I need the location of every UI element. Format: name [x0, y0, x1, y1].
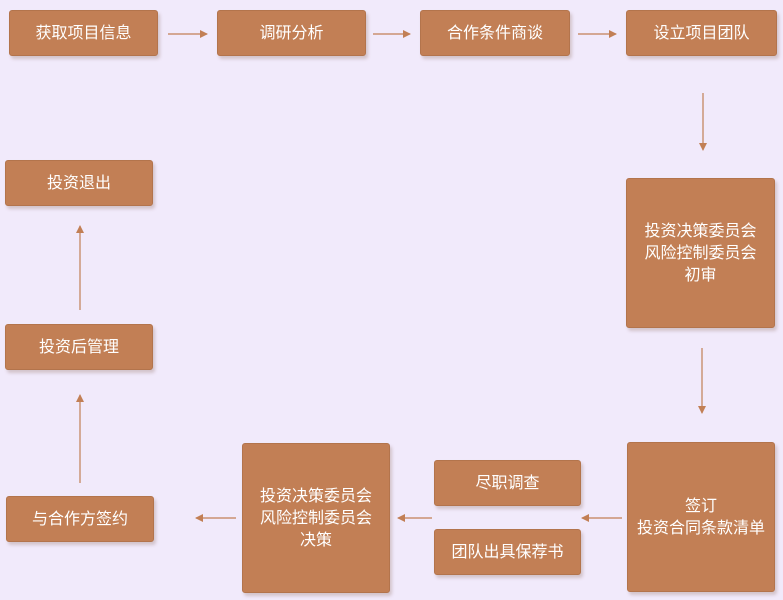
node-due-diligence: 尽职调查 — [434, 460, 581, 506]
node-get-project-info: 获取项目信息 — [9, 10, 158, 56]
node-final-decision: 投资决策委员会 风险控制委员会 决策 — [242, 443, 390, 593]
node-sign-term-sheet: 签订 投资合同条款清单 — [627, 442, 775, 592]
node-post-investment: 投资后管理 — [5, 324, 153, 370]
node-sign-partner: 与合作方签约 — [6, 496, 154, 542]
node-setup-team: 设立项目团队 — [626, 10, 777, 56]
node-research-analysis: 调研分析 — [217, 10, 366, 56]
node-preliminary-review: 投资决策委员会 风险控制委员会 初审 — [626, 178, 775, 328]
node-negotiation: 合作条件商谈 — [420, 10, 570, 56]
node-investment-exit: 投资退出 — [5, 160, 153, 206]
node-sponsor-letter: 团队出具保荐书 — [434, 529, 581, 575]
